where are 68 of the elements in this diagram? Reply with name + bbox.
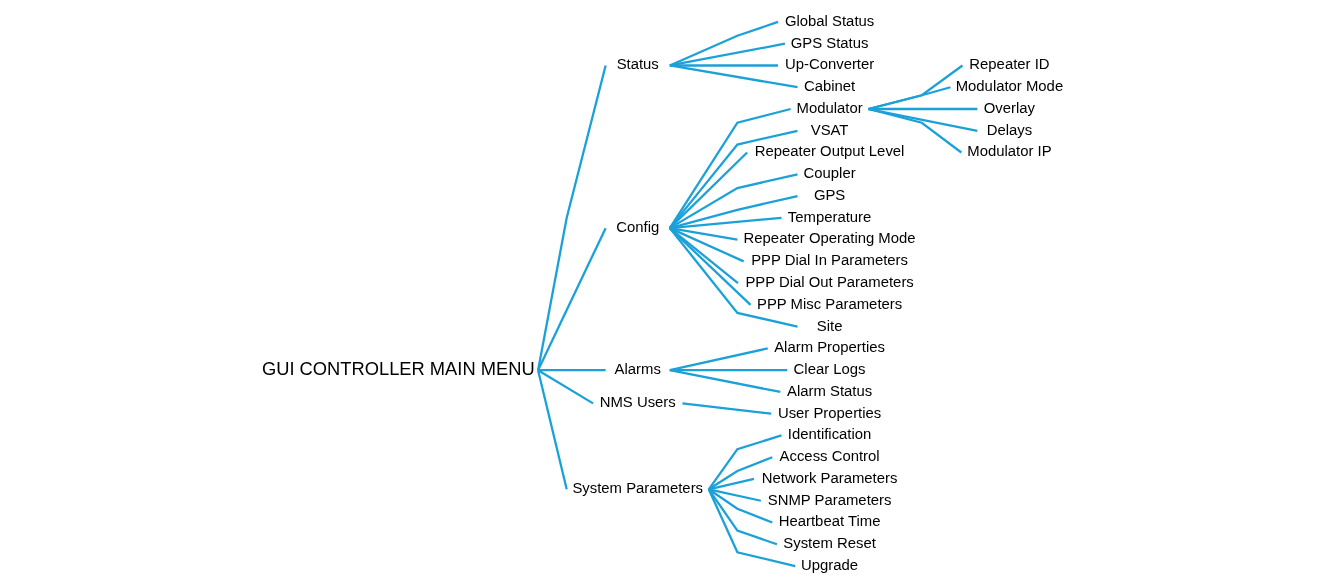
- connector: [669, 347, 768, 372]
- connector: [668, 227, 798, 328]
- node-text: Identification: [787, 426, 872, 443]
- node-text: Global Status: [784, 12, 875, 29]
- connector: [707, 488, 796, 568]
- connector: [669, 64, 798, 89]
- node-text: User Properties: [777, 404, 882, 421]
- node-text: Cabinet: [803, 78, 856, 95]
- connector: [537, 227, 607, 371]
- connector: [669, 369, 788, 372]
- node-text: Modulator IP: [967, 143, 1052, 160]
- node-text: Repeater Output Level: [754, 143, 905, 160]
- node-text: Alarm Properties: [774, 339, 885, 356]
- node-text: Upgrade: [801, 556, 859, 573]
- connector: [708, 477, 755, 491]
- node-text: Alarms: [614, 361, 661, 378]
- connector: [707, 488, 778, 546]
- connector: [669, 369, 781, 394]
- connector: [536, 65, 607, 371]
- node-text: Repeater Operating Mode: [743, 230, 916, 247]
- connector: [868, 107, 962, 154]
- connector: [708, 488, 773, 524]
- node-text: GPS Status: [790, 34, 869, 51]
- connector: [669, 151, 748, 229]
- node-text: VSAT: [810, 121, 849, 138]
- connector: [669, 227, 752, 306]
- node-text: SNMP Parameters: [767, 491, 892, 508]
- node-text: PPP Dial Out Parameters: [745, 274, 914, 291]
- connector: [868, 64, 964, 111]
- node-text: Site: [816, 317, 843, 334]
- node-text: Up-Converter: [784, 56, 875, 73]
- node-text: GUI CONTROLLER MAIN MENU: [261, 357, 535, 379]
- connector: [682, 402, 772, 415]
- node-text: NMS Users: [599, 394, 676, 411]
- connector: [669, 227, 745, 263]
- node-text: PPP Misc Parameters: [756, 295, 903, 312]
- connector: [708, 456, 773, 491]
- node-text: Overlay: [983, 99, 1036, 116]
- node-text: Coupler: [803, 165, 856, 182]
- node-text: Heartbeat Time: [778, 513, 881, 530]
- node-text: Delays: [986, 121, 1033, 138]
- node-text: Access Control: [779, 448, 880, 465]
- node-text: Modulator Mode: [955, 78, 1064, 95]
- connector: [536, 369, 568, 490]
- connector: [868, 86, 951, 111]
- node-text: Temperature: [787, 208, 872, 225]
- connector: [537, 369, 594, 405]
- connector: [868, 107, 978, 132]
- connector: [668, 107, 791, 229]
- node-text: Repeater ID: [969, 56, 1050, 73]
- node-text: Status: [616, 56, 659, 73]
- connector: [707, 434, 782, 490]
- node-text: System Reset: [783, 535, 876, 552]
- node-text: Modulator: [796, 99, 863, 116]
- connector: [669, 64, 779, 67]
- connector: [668, 129, 798, 229]
- node-text: Config: [616, 219, 660, 236]
- node-text: Alarm Status: [787, 382, 873, 399]
- node-text: PPP Dial In Parameters: [751, 252, 908, 269]
- connector: [538, 369, 606, 372]
- node-text: System Parameters: [572, 480, 704, 497]
- node-text: Clear Logs: [793, 361, 866, 378]
- node-text: GPS: [813, 186, 846, 203]
- connector: [669, 20, 779, 67]
- connector: [669, 42, 786, 67]
- node-text: Network Parameters: [761, 469, 898, 486]
- connector: [669, 227, 739, 284]
- connector: [708, 488, 762, 502]
